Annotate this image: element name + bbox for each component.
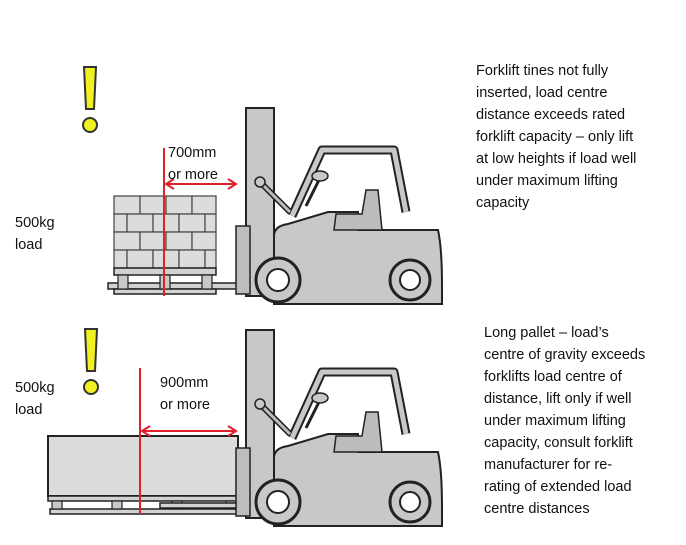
forklift-icon [236, 330, 442, 526]
load-weight-label: 500kg load [15, 380, 55, 418]
forklift-tines [107, 282, 249, 290]
warning-note: Long pallet – load’s centre of gravity e… [484, 325, 646, 517]
load-weight-label: 500kg load [15, 215, 55, 253]
brick-load-icon [113, 195, 217, 295]
long-pallet-icon [47, 435, 239, 515]
load-centre-distance-label: 700mm or more [168, 145, 218, 183]
forklift-icon [236, 108, 442, 304]
warning-exclamation-icon [83, 328, 99, 395]
load-centre-distance-label: 900mm or more [160, 375, 210, 413]
load-centre-dimension [163, 148, 238, 296]
warning-exclamation-icon [82, 66, 98, 133]
forklift-tines [159, 502, 249, 509]
load-centre-dimension [139, 368, 238, 514]
warning-note: Forklift tines not fully inserted, load … [476, 63, 637, 211]
